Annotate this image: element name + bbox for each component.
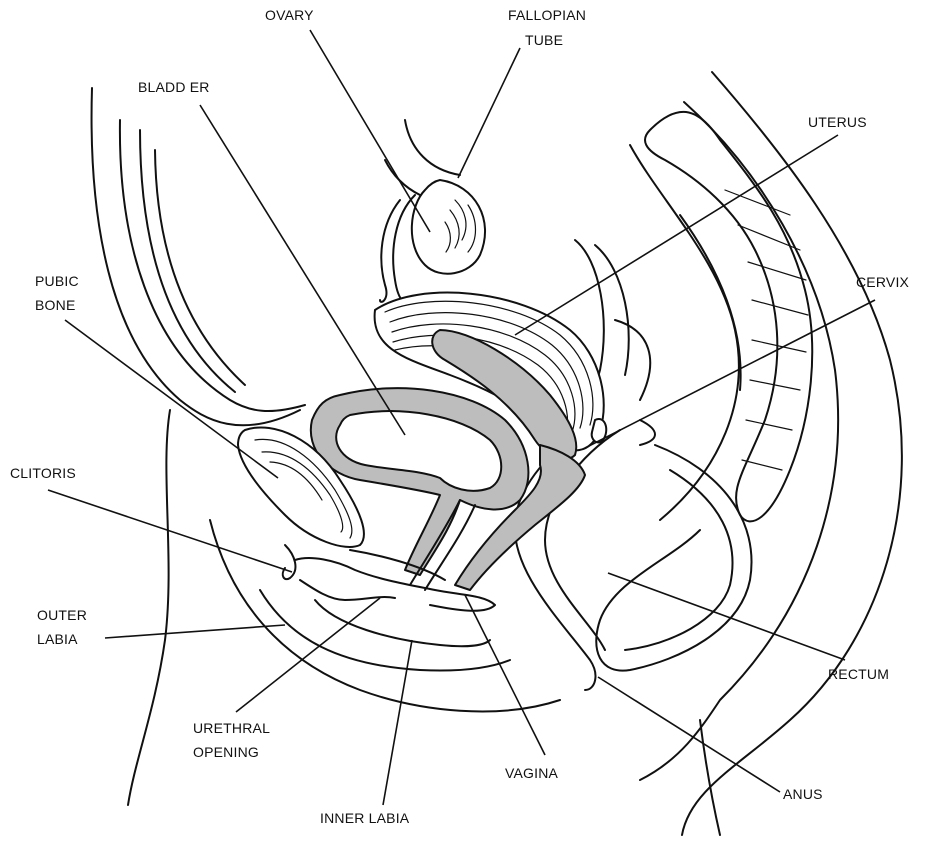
label-rectum: RECTUM: [828, 666, 889, 682]
leader-ovary: [310, 30, 430, 232]
leader-outer-labia: [105, 625, 285, 638]
label-inner: INNER LABIA: [320, 810, 410, 826]
label-uterus: UTERUS: [808, 114, 867, 130]
label-fallopian-2: TUBE: [525, 32, 563, 48]
label-vagina: VAGINA: [505, 765, 559, 781]
leader-fallopian: [458, 48, 520, 178]
labia-shapes: [283, 545, 495, 646]
label-urethral-1: URETHRAL: [193, 720, 270, 736]
ovary-fallopian: [380, 120, 485, 304]
label-clitoris: CLITORIS: [10, 465, 76, 481]
label-anus: ANUS: [783, 786, 823, 802]
leader-vagina: [465, 595, 545, 755]
leader-anus: [598, 677, 780, 792]
label-pubic-2: BONE: [35, 297, 75, 313]
label-outer-2: LABIA: [37, 631, 78, 647]
label-cervix: CERVIX: [856, 274, 910, 290]
label-fallopian-1: FALLOPIAN: [508, 7, 586, 23]
leader-inner-labia: [383, 640, 412, 805]
label-bladder: BLADD ER: [138, 79, 210, 95]
leader-bladder: [200, 105, 405, 435]
label-pubic-1: PUBIC: [35, 273, 79, 289]
leader-urethral: [236, 598, 380, 712]
label-outer-1: OUTER: [37, 607, 87, 623]
label-ovary: OVARY: [265, 7, 314, 23]
label-urethral-2: OPENING: [193, 744, 259, 760]
leader-pubic: [65, 320, 278, 478]
leader-clitoris: [48, 490, 292, 572]
